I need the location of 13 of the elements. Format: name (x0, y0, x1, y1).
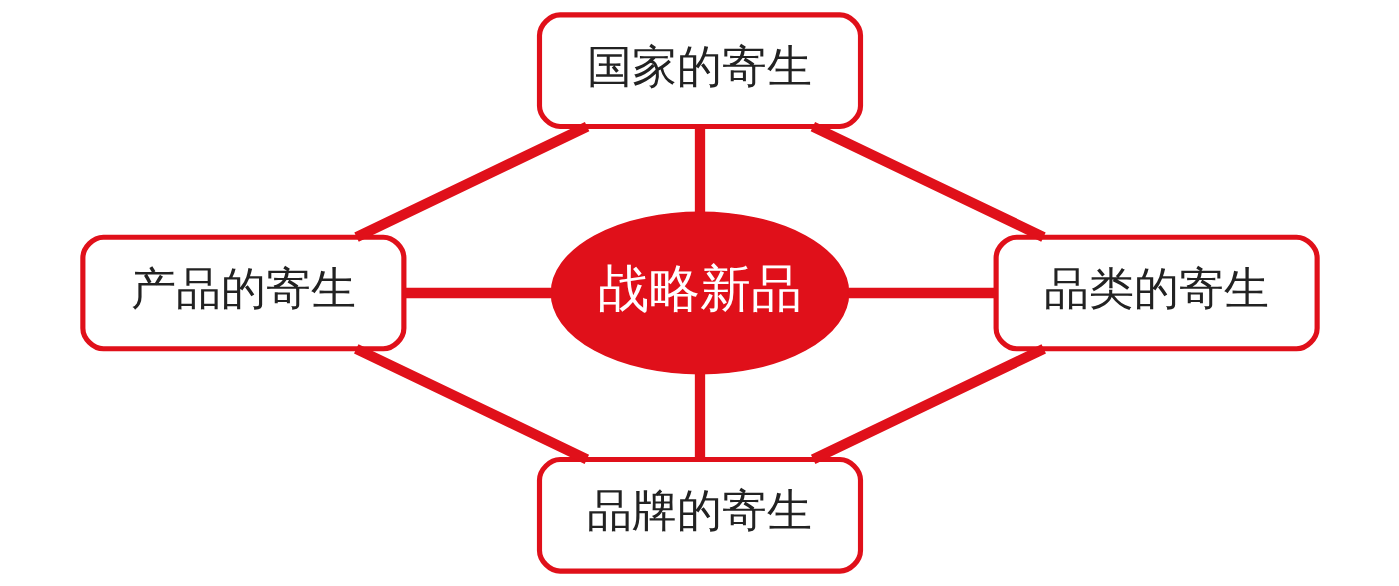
connector (353, 121, 589, 242)
connector (403, 287, 551, 299)
connector (694, 373, 705, 460)
connector (810, 344, 1046, 464)
node-box: 品牌的寄生 (536, 456, 863, 574)
node-ellipse: 战略新品 (550, 211, 849, 375)
connector (353, 344, 589, 464)
node-box: 品类的寄生 (993, 234, 1320, 352)
connector (694, 126, 705, 213)
connector (848, 287, 996, 299)
node-box: 产品的寄生 (79, 234, 406, 352)
node-box: 国家的寄生 (536, 12, 863, 130)
connector (810, 121, 1046, 242)
